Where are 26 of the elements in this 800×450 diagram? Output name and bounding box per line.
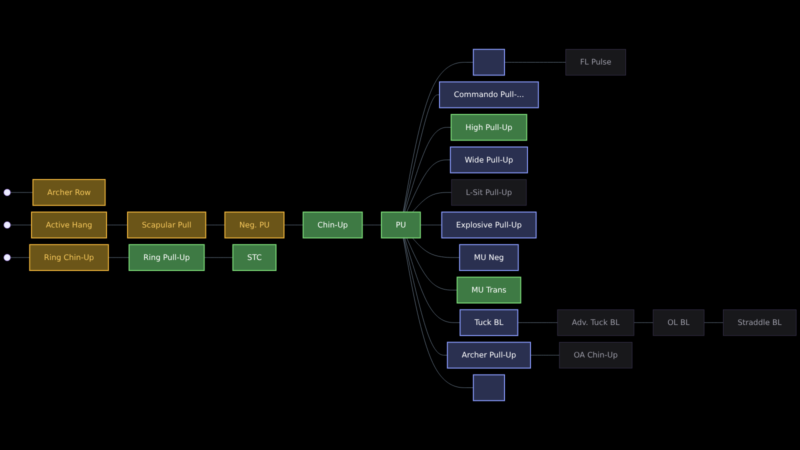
connector [406, 160, 451, 212]
connector [10, 224, 32, 226]
connector [412, 192, 452, 212]
connector [404, 94, 440, 212]
skill-box [472, 48, 505, 76]
connector [362, 224, 382, 226]
connector [10, 257, 30, 258]
connector [530, 354, 560, 356]
connector [206, 224, 226, 226]
connector [704, 322, 724, 323]
connector [108, 257, 130, 258]
connector [634, 322, 654, 323]
connector [106, 224, 128, 226]
connector [404, 127, 452, 212]
connector [406, 238, 458, 290]
connector [284, 224, 304, 226]
connector [402, 62, 474, 212]
connector [204, 257, 234, 258]
connector [402, 238, 474, 388]
connector [404, 238, 448, 356]
connector [10, 192, 34, 193]
connector [412, 238, 460, 258]
connector [404, 238, 460, 323]
skill-box [472, 374, 505, 402]
connector [420, 224, 442, 226]
connector [518, 322, 558, 323]
